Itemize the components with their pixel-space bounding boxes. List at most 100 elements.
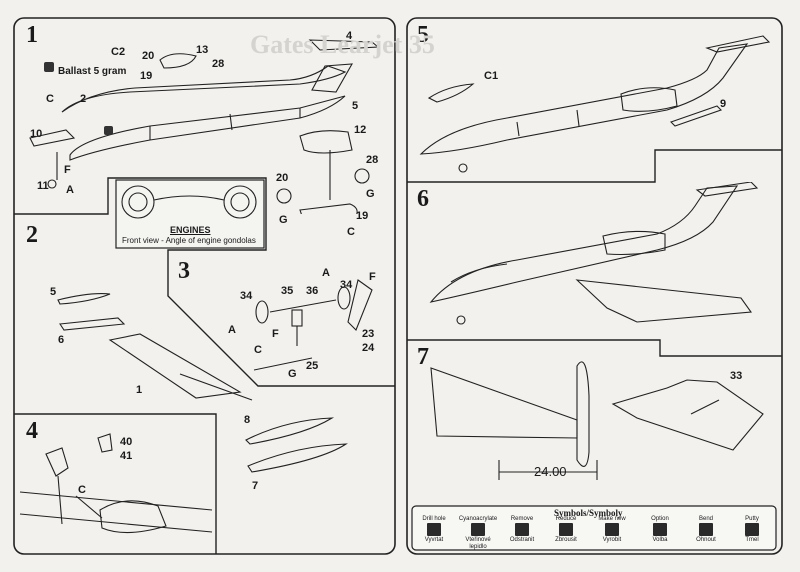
part-cb: C <box>347 226 355 238</box>
option-label-cz: Volba <box>652 537 668 543</box>
part-7: 7 <box>252 480 259 492</box>
part-20: 20 <box>142 50 155 62</box>
part-c1: C1 <box>484 70 499 82</box>
remove-label-cz: Odstranit <box>509 537 535 543</box>
reduce-label: Reduce <box>555 516 577 522</box>
putty-icon <box>745 523 759 536</box>
part-a-step3: A <box>322 267 330 279</box>
make-new-icon <box>605 523 619 536</box>
part-28b: 28 <box>366 154 379 166</box>
part-a2-step3: A <box>228 324 236 336</box>
remove-icon <box>515 523 529 536</box>
engines-title: ENGINES <box>170 225 211 235</box>
make-new-label-cz: Vyrobit <box>602 537 622 543</box>
step-number-6: 6 <box>417 186 429 212</box>
symbol-cyanoacrylate: Cyanoacrylate Vteřinové lepidlo <box>458 516 498 551</box>
part-c-step3: C <box>254 344 262 356</box>
step-number-1: 1 <box>26 22 38 48</box>
step3-gear-drawing <box>253 279 373 371</box>
part-1-step2: 1 <box>136 384 143 396</box>
part-34a: 34 <box>240 290 253 302</box>
engine-front-view <box>121 185 257 219</box>
part-36: 36 <box>306 285 319 297</box>
part-41: 41 <box>120 450 133 462</box>
symbol-reduce: Reduce Zbrousit <box>546 516 586 544</box>
wingtip-drawing <box>245 417 348 473</box>
part-g2: G <box>279 214 288 226</box>
make-new-label: Make new <box>598 516 626 522</box>
symbols-title: Symbols/Symboly <box>554 508 623 518</box>
symbol-make-new: Make new Vyrobit <box>592 516 632 544</box>
bend-icon <box>699 523 713 536</box>
part-f2-step3: F <box>272 328 279 340</box>
putty-label: Putty <box>745 516 759 522</box>
option-label: Option <box>651 516 669 522</box>
bleed-through-title: Gates Learjet 35 <box>250 30 435 59</box>
part-c2: C2 <box>111 46 126 58</box>
part-5: 5 <box>352 100 359 112</box>
part-13: 13 <box>196 44 209 56</box>
step1-fuselage-drawing <box>29 39 380 214</box>
part-28: 28 <box>212 58 225 70</box>
engines-caption: Front view - Angle of engine gondolas <box>122 236 256 245</box>
step4-cockpit-drawing <box>19 433 213 534</box>
part-19b: 19 <box>356 210 369 222</box>
part-35: 35 <box>281 285 294 297</box>
symbol-drill: Drill hole Vyvrtat <box>414 516 454 544</box>
part-g-step3: G <box>288 368 297 380</box>
step7-wing-drawing <box>430 361 764 480</box>
part-25: 25 <box>306 360 319 372</box>
drill-icon <box>427 523 441 536</box>
reduce-icon <box>559 523 573 536</box>
step-number-7: 7 <box>417 344 429 370</box>
step-number-5: 5 <box>417 22 429 48</box>
part-5-step2: 5 <box>50 286 57 298</box>
part-19: 19 <box>140 70 153 82</box>
glue-label: Cyanoacrylate <box>458 516 498 522</box>
symbol-putty: Putty Tmel <box>732 516 772 544</box>
symbol-option: Option Volba <box>640 516 680 544</box>
part-9: 9 <box>720 98 727 110</box>
part-c-step4: C <box>78 484 86 496</box>
part-11: 11 <box>37 180 49 192</box>
option-icon <box>653 523 667 536</box>
part-33: 33 <box>730 370 743 382</box>
part-40: 40 <box>120 436 133 448</box>
step2-wing-drawing <box>57 293 253 401</box>
ballast-label: Ballast 5 gram <box>58 66 127 77</box>
glue-label-cz: Vteřinové lepidlo <box>465 537 491 550</box>
part-8: 8 <box>244 414 251 426</box>
bend-label: Bend <box>698 516 713 522</box>
part-12: 12 <box>354 124 367 136</box>
part-4: 4 <box>346 30 353 42</box>
step-number-2: 2 <box>26 222 38 248</box>
part-a: A <box>66 184 74 196</box>
part-c: C <box>46 93 54 105</box>
part-f-step3: F <box>369 271 376 283</box>
remove-label: Remove <box>510 516 534 522</box>
drill-label: Drill hole <box>422 516 446 522</box>
step6-aircraft-drawing <box>429 182 759 325</box>
part-10: 10 <box>30 128 43 140</box>
reduce-label-cz: Zbrousit <box>555 537 577 543</box>
dimension-label: 24.00 <box>534 464 567 479</box>
putty-label-cz: Tmel <box>745 537 759 543</box>
part-g: G <box>366 188 375 200</box>
glue-icon <box>471 523 485 536</box>
step5-aircraft-drawing <box>419 35 771 173</box>
symbol-bend: Bend Ohnout <box>686 516 726 544</box>
part-2: 2 <box>80 93 87 105</box>
part-23: 23 <box>362 328 375 340</box>
drill-label-cz: Vyvrtat <box>424 537 444 543</box>
step-number-3: 3 <box>178 258 190 284</box>
symbol-remove: Remove Odstranit <box>502 516 542 544</box>
part-f: F <box>64 164 71 176</box>
part-6-step2: 6 <box>58 334 65 346</box>
step-number-4: 4 <box>26 418 38 444</box>
part-34b: 34 <box>340 279 353 291</box>
part-20b: 20 <box>276 172 289 184</box>
part-24: 24 <box>362 342 375 354</box>
bend-label-cz: Ohnout <box>696 537 716 543</box>
